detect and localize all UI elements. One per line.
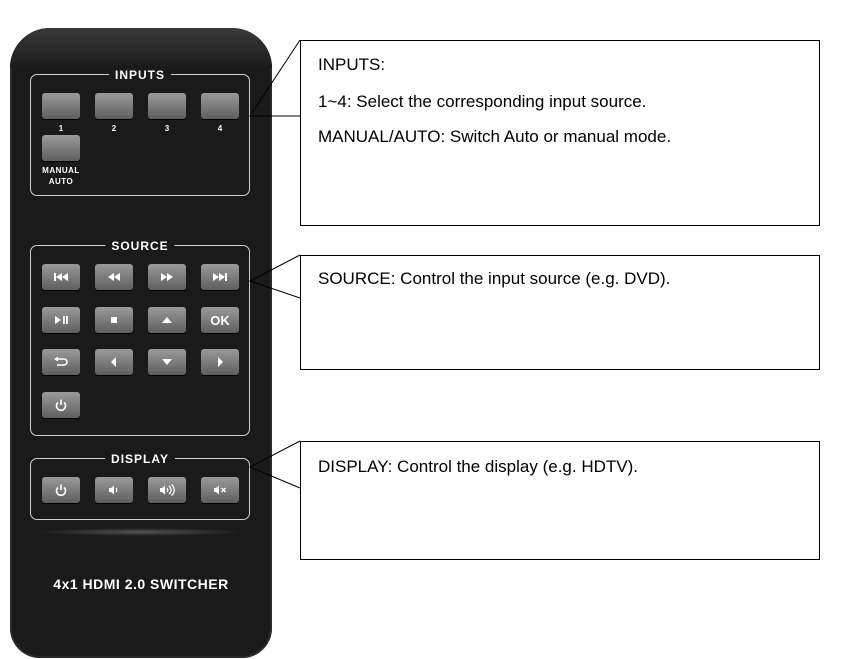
source-power-button[interactable]	[42, 392, 80, 418]
source-callout-line1: SOURCE: Control the input source (e.g. D…	[318, 269, 671, 288]
display-panel: DISPLAY	[30, 451, 250, 520]
manual-label-line1: MANUAL	[42, 166, 80, 175]
input-2-button[interactable]	[95, 93, 133, 119]
rewind-button[interactable]	[95, 264, 133, 290]
ok-button[interactable]: OK	[201, 307, 239, 333]
volume-up-icon	[160, 483, 175, 497]
inputs-callout-line1: 1~4: Select the corresponding input sour…	[318, 92, 647, 111]
fast-forward-icon	[161, 273, 173, 281]
right-button[interactable]	[201, 349, 239, 375]
remote-control: INPUTS 1 2 3 4 MANUAL AUTO SOURCE	[10, 28, 272, 658]
input-3-button[interactable]	[148, 93, 186, 119]
stop-icon	[111, 317, 117, 323]
remote-divider	[38, 528, 244, 536]
source-panel: SOURCE OK	[30, 238, 250, 436]
up-button[interactable]	[148, 307, 186, 333]
inputs-panel: INPUTS 1 2 3 4 MANUAL AUTO	[30, 67, 250, 196]
remote-model-label: 4x1 HDMI 2.0 SWITCHER	[53, 576, 229, 592]
power-icon	[55, 399, 67, 412]
arrow-right-icon	[218, 357, 223, 367]
play-pause-icon	[55, 316, 68, 324]
volume-down-icon	[109, 485, 118, 495]
display-callout-line1: DISPLAY: Control the display (e.g. HDTV)…	[318, 457, 638, 476]
input-1-label: 1	[58, 124, 64, 133]
stop-button[interactable]	[95, 307, 133, 333]
manual-auto-button[interactable]	[42, 135, 80, 161]
inputs-callout-heading: INPUTS:	[318, 55, 386, 74]
manual-auto-label: MANUAL AUTO	[34, 165, 88, 187]
volume-up-button[interactable]	[148, 477, 186, 503]
skip-previous-icon	[54, 273, 68, 281]
display-power-button[interactable]	[42, 477, 80, 503]
play-pause-button[interactable]	[42, 307, 80, 333]
arrow-down-icon	[162, 359, 172, 365]
inputs-callout: INPUTS: 1~4: Select the corresponding in…	[300, 40, 820, 226]
fast-forward-button[interactable]	[148, 264, 186, 290]
inputs-panel-title: INPUTS	[108, 67, 172, 83]
inputs-callout-line2: MANUAL/AUTO: Switch Auto or manual mode.	[318, 127, 672, 146]
ok-label: OK	[210, 312, 230, 328]
power-icon	[55, 484, 67, 497]
display-panel-title: DISPLAY	[105, 451, 175, 467]
source-panel-title: SOURCE	[105, 238, 175, 254]
manual-label-line2: AUTO	[48, 177, 74, 186]
source-callout: SOURCE: Control the input source (e.g. D…	[300, 255, 820, 370]
input-2-label: 2	[111, 124, 117, 133]
mute-button[interactable]	[201, 477, 239, 503]
down-button[interactable]	[148, 349, 186, 375]
input-4-label: 4	[217, 124, 223, 133]
return-button[interactable]	[42, 349, 80, 375]
return-icon	[54, 356, 68, 366]
skip-previous-button[interactable]	[42, 264, 80, 290]
skip-next-icon	[213, 273, 227, 281]
rewind-icon	[108, 273, 120, 281]
volume-down-button[interactable]	[95, 477, 133, 503]
mute-icon	[214, 485, 226, 495]
display-callout: DISPLAY: Control the display (e.g. HDTV)…	[300, 441, 820, 560]
input-3-label: 3	[164, 124, 170, 133]
arrow-left-icon	[111, 357, 116, 367]
left-button[interactable]	[95, 349, 133, 375]
arrow-up-icon	[162, 317, 172, 323]
skip-next-button[interactable]	[201, 264, 239, 290]
input-4-button[interactable]	[201, 93, 239, 119]
input-1-button[interactable]	[42, 93, 80, 119]
remote-top-highlight	[10, 28, 272, 68]
